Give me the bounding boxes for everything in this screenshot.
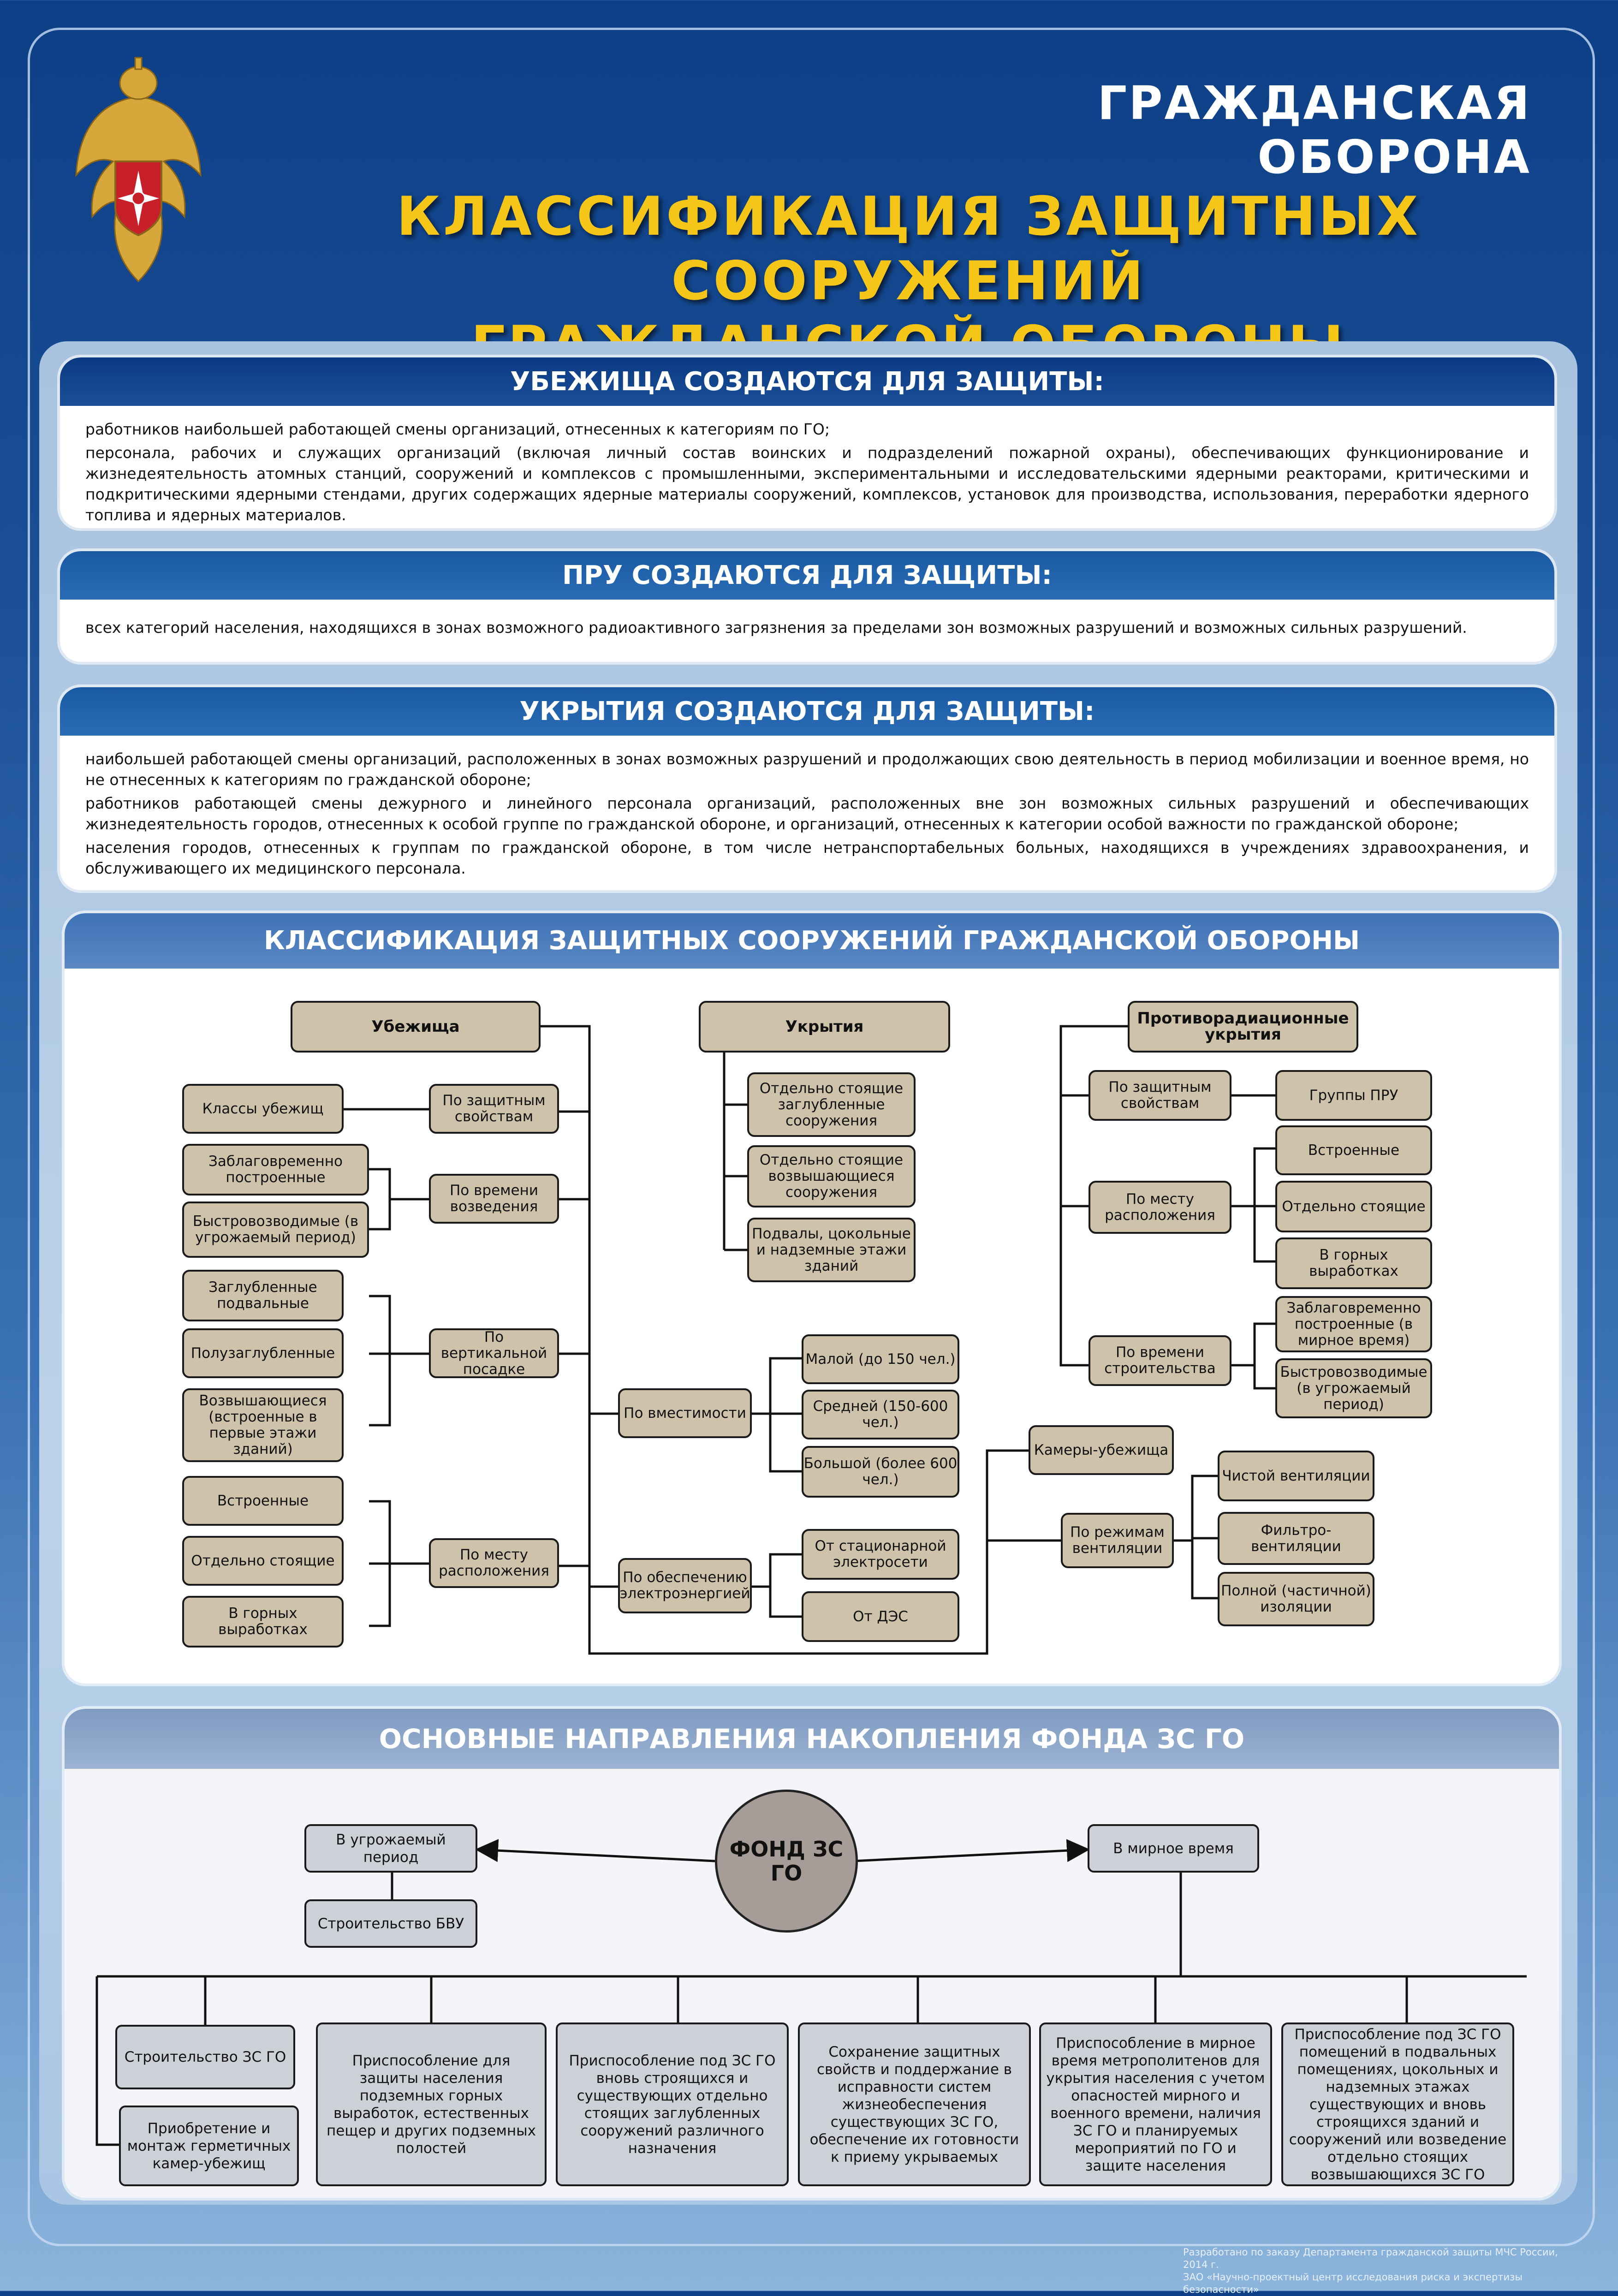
s-deep: Заглубленные подвальные — [182, 1270, 344, 1321]
fund-circle: ФОНД ЗС ГО — [715, 1790, 858, 1933]
fund-b1b: Приобретение и монтаж герметичных камер-… — [119, 2106, 299, 2186]
fund-b6: Приспособление под ЗС ГО помещений в под… — [1281, 2022, 1514, 2186]
s-fast: Быстровозводимые (в угрожаемый период) — [182, 1202, 369, 1258]
fund-b5: Приспособление в мирное время метрополит… — [1039, 2022, 1272, 2186]
fund-header: ОСНОВНЫЕ НАПРАВЛЕНИЯ НАКОПЛЕНИЯ ФОНДА ЗС… — [65, 1709, 1559, 1769]
footer: Разработано по заказу Департамента гражд… — [1183, 2246, 1584, 2296]
covers-item: работников работающей смены дежурного и … — [85, 794, 1529, 833]
pw-des: От ДЭС — [802, 1591, 959, 1642]
p-groups: Группы ПРУ — [1275, 1070, 1432, 1121]
p-mine: В горных выработках — [1275, 1237, 1432, 1289]
fund-threat: В угрожаемый период — [304, 1824, 477, 1873]
footer-line2: ЗАО «Научно-проектный центр исследования… — [1183, 2272, 1523, 2295]
org-title: ГРАЖДАНСКАЯ ОБОРОНА — [1097, 76, 1531, 184]
s-prot: По защитным свойствам — [429, 1084, 559, 1134]
page-title-line1: КЛАССИФИКАЦИЯ ЗАЩИТНЫХ СООРУЖЕНИЙ — [396, 185, 1421, 312]
shelters-body: работников наибольшей работающей смены о… — [60, 406, 1554, 525]
s-classes: Классы убежищ — [182, 1084, 344, 1134]
p-loc: По месту расположения — [1089, 1181, 1231, 1234]
pru-body: всех категорий населения, находящихся в … — [60, 600, 1554, 638]
c-deep: Отдельно стоящие заглубленные сооружения — [747, 1072, 916, 1137]
shelters-item: персонала, рабочих и служащих организаци… — [85, 444, 1529, 524]
s-cap: По вместимости — [618, 1388, 752, 1438]
s-time: По времени возведения — [429, 1174, 559, 1224]
p-pre: Заблаговременно построенные (в мирное вр… — [1275, 1296, 1432, 1352]
class-covers: Укрытия — [699, 1001, 950, 1053]
footer-line1: Разработано по заказу Департамента гражд… — [1183, 2247, 1558, 2270]
cap-small: Малой (до 150 чел.) — [802, 1334, 959, 1384]
shelters-header: УБЕЖИЩА СОЗДАЮТСЯ ДЛЯ ЗАЩИТЫ: — [60, 357, 1554, 406]
cap-mid: Средней (150-600 чел.) — [802, 1390, 959, 1439]
c-base: Подвалы, цокольные и надземные этажи зда… — [747, 1218, 916, 1282]
pru-card: ПРУ СОЗДАЮТСЯ ДЛЯ ЗАЩИТЫ: всех категорий… — [60, 551, 1554, 662]
p-sep: Отдельно стоящие — [1275, 1181, 1432, 1232]
shelters-item: работников наибольшей работающей смены о… — [85, 420, 830, 438]
shelters-card: УБЕЖИЩА СОЗДАЮТСЯ ДЛЯ ЗАЩИТЫ: работников… — [60, 357, 1554, 528]
fund-b3: Приспособление под ЗС ГО вновь строящихс… — [556, 2022, 789, 2186]
cams: Камеры-убежища — [1029, 1425, 1174, 1475]
v-clean: Чистой вентиляции — [1218, 1451, 1374, 1501]
class-shelters: Убежища — [291, 1001, 541, 1053]
pru-header: ПРУ СОЗДАЮТСЯ ДЛЯ ЗАЩИТЫ: — [60, 551, 1554, 600]
mchs-emblem-icon — [75, 57, 202, 283]
covers-header: УКРЫТИЯ СОЗДАЮТСЯ ДЛЯ ЗАЩИТЫ: — [60, 687, 1554, 736]
p-fast: Быстровозводимые (в угрожаемый период) — [1275, 1358, 1432, 1418]
v-iso: Полной (частичной) изоляции — [1218, 1572, 1374, 1626]
pru-item: всех категорий населения, находящихся в … — [85, 619, 1467, 636]
s-vert: По вертикальной посадке — [429, 1328, 559, 1378]
v-filter: Фильтро-вентиляции — [1218, 1512, 1374, 1565]
covers-item: населения городов, отнесенных к группам … — [85, 839, 1529, 877]
covers-item: наибольшей работающей смены организаций,… — [85, 750, 1529, 789]
p-built: Встроенные — [1275, 1125, 1432, 1175]
s-loc: По месту расположения — [429, 1538, 559, 1588]
class-pru: Противорадиационные укрытия — [1128, 1001, 1358, 1053]
s-semi: Полузаглубленные — [182, 1328, 344, 1378]
s-mine: В горных выработках — [182, 1596, 344, 1648]
s-built: Встроенные — [182, 1476, 344, 1526]
p-prot: По защитным свойствам — [1089, 1070, 1231, 1121]
fund-peace: В мирное время — [1088, 1824, 1259, 1873]
c-elev: Отдельно стоящие возвышающиеся сооружени… — [747, 1145, 916, 1207]
cap-big: Большой (более 600 чел.) — [802, 1446, 959, 1498]
pw-grid: От стационарной электросети — [802, 1529, 959, 1580]
s-pre: Заблаговременно построенные — [182, 1144, 369, 1196]
s-power: По обеспечению электроэнергией — [618, 1558, 752, 1613]
covers-card: УКРЫТИЯ СОЗДАЮТСЯ ДЛЯ ЗАЩИТЫ: наибольшей… — [60, 687, 1554, 890]
s-sep: Отдельно стоящие — [182, 1536, 344, 1586]
poster-frame — [28, 28, 1595, 2246]
fund-b4: Сохранение защитных свойств и поддержани… — [798, 2022, 1031, 2186]
p-time: По времени строительства — [1089, 1335, 1231, 1386]
fund-bvu: Строительство БВУ — [304, 1899, 477, 1948]
classification-header: КЛАССИФИКАЦИЯ ЗАЩИТНЫХ СООРУЖЕНИЙ ГРАЖДА… — [65, 913, 1559, 969]
fund-b1: Строительство ЗС ГО — [115, 2025, 295, 2089]
s-elev: Возвышающиеся (встроенные в первые этажи… — [182, 1388, 344, 1462]
vent: По режимам вентиляции — [1061, 1513, 1174, 1568]
covers-body: наибольшей работающей смены организаций,… — [60, 736, 1554, 879]
fund-b2: Приспособление для защиты населения подз… — [316, 2022, 547, 2186]
